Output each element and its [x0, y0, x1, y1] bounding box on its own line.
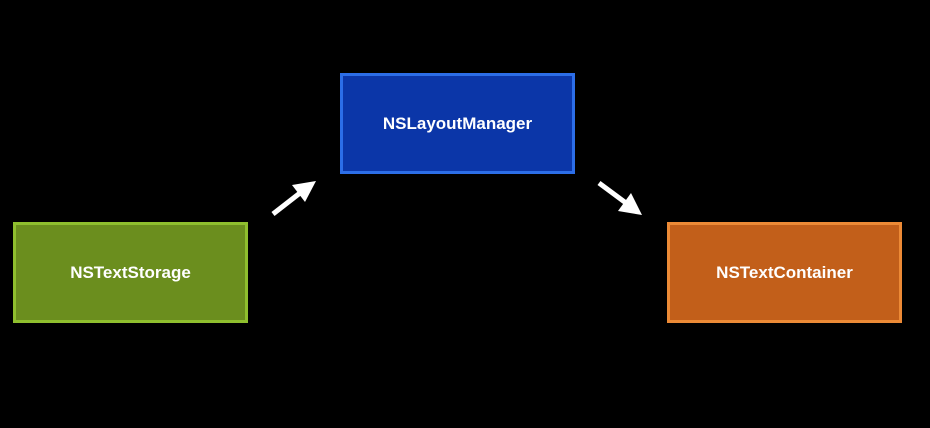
arrow-layout-to-container-icon: [597, 180, 642, 215]
node-nstextcontainer: NSTextContainer: [667, 222, 902, 323]
arrow-storage-to-layout-icon: [271, 181, 316, 216]
node-nslayoutmanager-label: NSLayoutManager: [382, 113, 533, 133]
node-nstextstorage: NSTextStorage: [13, 222, 248, 323]
node-nstextstorage-label: NSTextStorage: [70, 262, 191, 282]
node-nslayoutmanager: NSLayoutManager: [340, 73, 575, 174]
node-nstextcontainer-label: NSTextContainer: [716, 262, 853, 282]
